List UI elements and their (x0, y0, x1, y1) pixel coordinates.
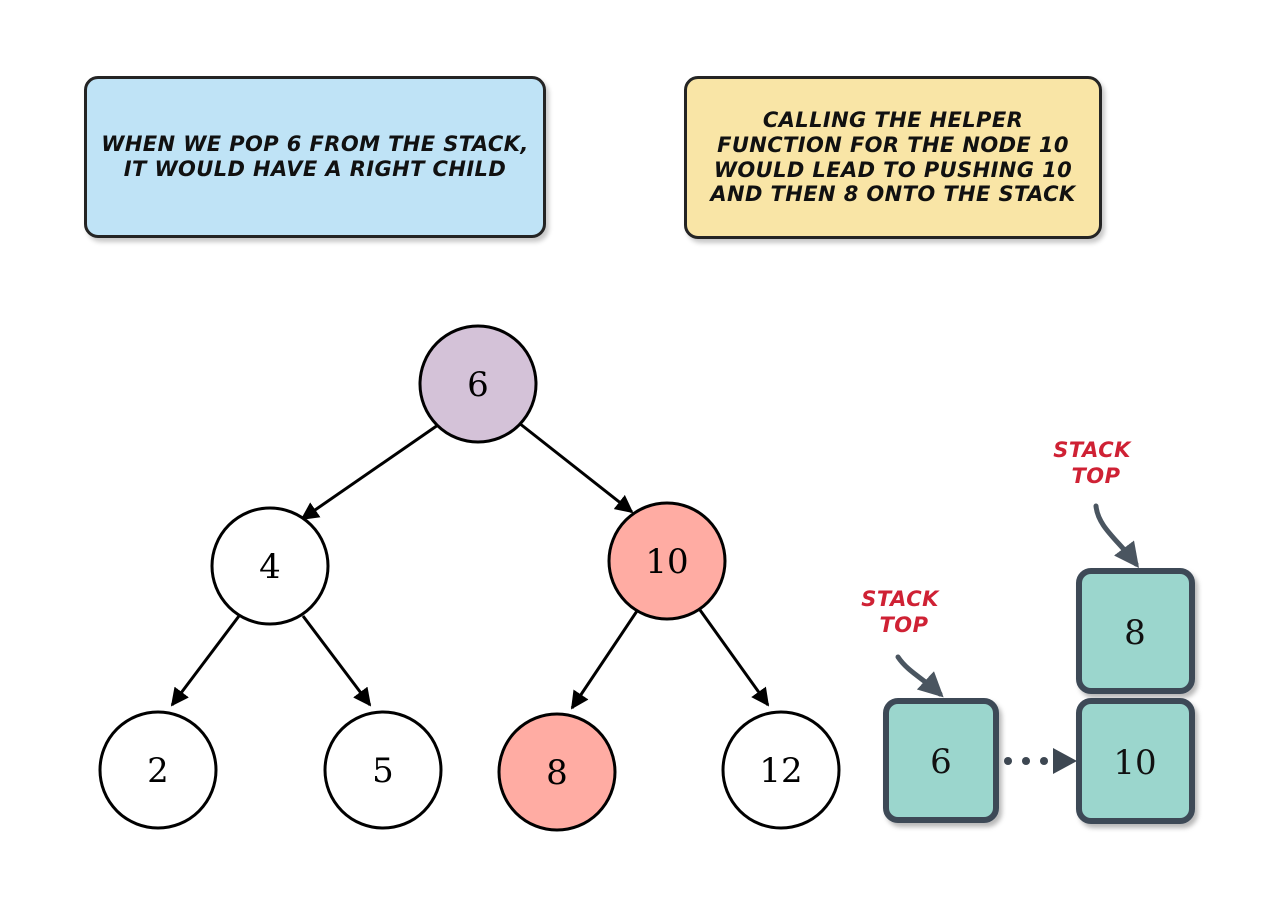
tree-node-12[interactable]: 12 (721, 710, 841, 830)
node-circle-6[interactable] (418, 324, 538, 444)
stack-after-cell-8[interactable] (1076, 568, 1195, 694)
node-label-6: 6 (467, 365, 489, 405)
edge-10-to-8 (570, 610, 639, 710)
tree-node-8[interactable]: 8 (497, 712, 617, 832)
stack-after-cell-8-label: 8 (1124, 613, 1146, 653)
stack-before-top-line-1: STACK (861, 587, 940, 611)
stack-before-top-label: STACK TOP (861, 587, 946, 637)
node-circle-5[interactable] (323, 710, 443, 830)
stack-before-cell-6-label: 6 (930, 742, 952, 782)
node-label-8: 8 (546, 753, 568, 793)
node-circle-10[interactable] (607, 501, 727, 621)
transition-arrowhead (1053, 748, 1077, 774)
stack-before-top-arrow (895, 654, 944, 698)
node-label-12: 12 (759, 751, 802, 791)
callout-note-helper: CALLING THE HELPER FUNCTION FOR THE NODE… (684, 76, 1102, 239)
edge-4-to-2 (170, 615, 241, 707)
tree-edges (170, 421, 770, 710)
stack-after-top-line-1: STACK (1053, 438, 1132, 462)
stack-before-cell-6[interactable] (883, 698, 999, 823)
edge-6-to-4 (300, 423, 439, 521)
stack-after-top-arrow (1093, 503, 1140, 568)
node-label-5: 5 (372, 751, 394, 791)
transition-dot-1 (1004, 757, 1012, 765)
stack-before-top-line-2: TOP (879, 613, 928, 637)
transition-dot-3 (1040, 757, 1048, 765)
edge-10-to-12 (698, 609, 770, 707)
tree-node-5[interactable]: 5 (323, 710, 443, 830)
edge-6-to-10 (518, 421, 634, 514)
stack-before[interactable]: 6 STACK TOP (861, 587, 999, 823)
stack-after-cell-10-label: 10 (1113, 743, 1156, 783)
node-circle-12[interactable] (721, 710, 841, 830)
edge-4-to-5 (301, 615, 372, 707)
node-label-10: 10 (645, 542, 688, 582)
node-circle-4[interactable] (210, 506, 330, 626)
callout-note-pop: WHEN WE POP 6 FROM THE STACK, IT WOULD H… (84, 76, 546, 238)
tree-node-2[interactable]: 2 (98, 710, 218, 830)
node-circle-8[interactable] (497, 712, 617, 832)
tree-node-4[interactable]: 4 (210, 506, 330, 626)
tree-node-6[interactable]: 6 (418, 324, 538, 444)
node-circle-2[interactable] (98, 710, 218, 830)
stack-after-cell-10[interactable] (1076, 698, 1195, 824)
stack-after[interactable]: 8 10 STACK TOP (1053, 438, 1195, 824)
stack-after-top-label: STACK TOP (1053, 438, 1138, 488)
stack-transition-arrow (1004, 748, 1077, 774)
tree-node-10[interactable]: 10 (607, 501, 727, 621)
node-label-2: 2 (147, 751, 169, 791)
transition-dot-2 (1022, 757, 1030, 765)
stack-after-top-line-2: TOP (1071, 464, 1120, 488)
node-label-4: 4 (259, 547, 281, 587)
